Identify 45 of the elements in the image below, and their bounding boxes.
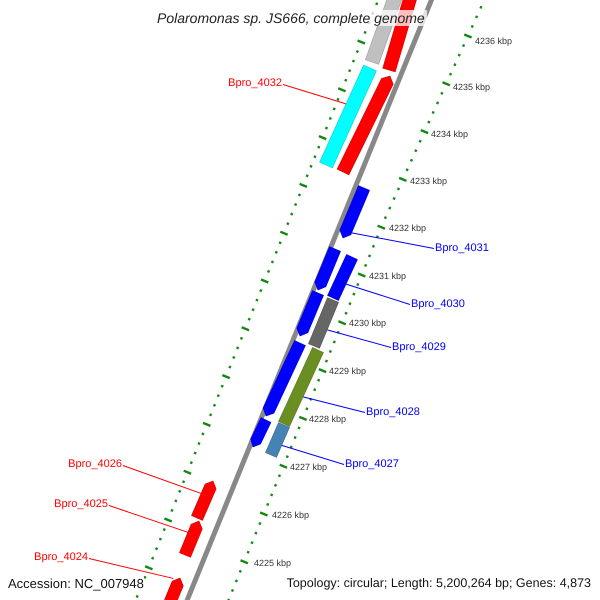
gene-block [179,520,203,558]
scale-label: 4227 kbp [290,463,328,472]
gene-label: Bpro_4030 [411,299,465,310]
gene-block [308,297,339,349]
gene-label: Bpro_4028 [366,407,420,418]
leader-line [281,444,344,465]
scale-label: 4233 kbp [410,177,448,186]
scale-label: 4226 kbp [272,511,310,520]
scale-label: 4235 kbp [453,83,490,92]
gene-block [339,185,370,238]
scale-label: 4230 kbp [349,319,386,328]
footer-text: Accession: NC_007948 [8,577,144,590]
scale-label: 4236 kbp [475,37,512,46]
scale-label: 4232 kbp [389,224,426,233]
gene-label: Bpro_4025 [54,499,108,510]
gene-block [265,422,290,458]
gene-block [262,340,306,416]
gene-block [314,246,341,290]
leader-line [88,558,174,579]
leader-line [326,329,392,348]
leader-line [122,465,202,494]
scale-label: 4228 kbp [309,415,346,424]
leader-line [302,396,366,413]
gene-block [336,76,394,176]
leader-line [351,232,434,249]
gene-label: Bpro_4029 [392,342,446,353]
scale-label: 4234 kbp [431,130,468,139]
gene-block [250,417,272,448]
leader-line [108,505,188,533]
gene-label: Bpro_4024 [34,552,88,563]
gene-label: Bpro_4026 [68,459,122,470]
scale-label: 4225 kbp [254,559,292,568]
gene-label: Bpro_4027 [345,459,399,470]
gene-block [296,290,324,336]
leader-line [346,284,410,305]
scale-label: 4231 kbp [369,272,406,281]
gene-block [319,64,377,168]
gene-label: Bpro_4031 [435,243,489,254]
gene-label: Bpro_4032 [228,78,282,89]
footer-text: Topology: circular; Length: 5,200,264 bp; Genes: 4,873 [286,577,591,590]
scale-label: 4229 kbp [329,367,366,376]
gene-block [191,480,216,521]
gene-block [327,254,358,301]
leader-line [282,84,347,104]
title: Polaromonas sp. JS666, complete genome [155,10,427,26]
